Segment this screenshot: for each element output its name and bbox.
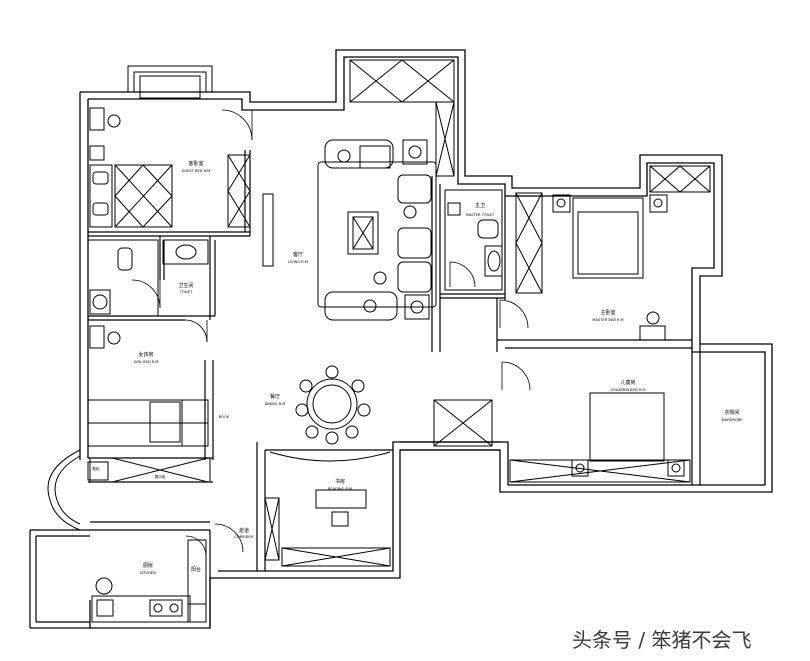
master-bedroom-label: 主卧室 [600, 309, 615, 316]
dining-table [295, 365, 371, 445]
kitchen-counter [91, 539, 207, 623]
book-label: BOOK [219, 415, 230, 419]
reading-room-furniture [264, 451, 391, 567]
watermark: 头条号 / 笨猪不会飞 [572, 628, 752, 652]
master-bed [552, 194, 668, 341]
master-bedroom-label-en: MASTER BED R.M [592, 318, 623, 322]
kitchen-label-en: KITCHEN [140, 571, 156, 575]
living-balcony [349, 59, 455, 177]
corridor-label: 走道 [239, 527, 249, 534]
living-label: 客厅 [293, 251, 303, 258]
wardrobe-label: 衣帽间 [724, 409, 739, 416]
guest-bedroom-label-en: GUEST BED R.M [182, 169, 211, 173]
girl-bedroom-furniture [87, 325, 211, 483]
kitchen-label: 厨房 [143, 562, 153, 569]
children-bedroom-label: 儿童房 [620, 379, 635, 386]
guest-bed [89, 107, 251, 228]
dining-label-en: DINING R.M [265, 402, 286, 406]
guest-terrace [127, 65, 213, 99]
wardrobe-label-en: WARDROBE [721, 418, 743, 422]
children-bedroom-label-en: CHILDREN BED R.M [611, 388, 646, 392]
living-label-en: LIVING R.M [288, 260, 308, 264]
reading-label: 书房 [335, 478, 345, 485]
master-toilet-label: 主卫 [475, 202, 485, 209]
corridor-label-en: CORRIDOR [234, 535, 254, 539]
children-bedroom-furniture [433, 392, 691, 483]
toilet-fixtures [87, 239, 209, 317]
living-sofa-set [262, 139, 437, 321]
reading-label-en: READING R.M [328, 487, 352, 491]
girl-bedroom-label: 女孩房 [138, 351, 153, 358]
girl-bedroom-label-en: GIRL BED R.M [134, 360, 159, 364]
master-balcony [649, 165, 711, 193]
dining-label: 餐厅 [270, 393, 280, 400]
bay-window [47, 449, 81, 531]
shoe-cabinet-label: 鞋柜 [92, 466, 100, 471]
doors [131, 109, 531, 557]
toilet-label: 卫生间 [178, 282, 193, 289]
master-toilet-fixtures [444, 189, 543, 294]
master-toilet-label-en: MASTER TOILET [466, 213, 495, 217]
guest-bedroom-label: 客卧室 [188, 160, 203, 167]
balcony-label: 阳台 [191, 566, 201, 573]
display-cabinet-label: 展示柜 [155, 474, 166, 479]
toilet-label-en: TOILET [179, 290, 193, 294]
room-labels: 客卧室 GUEST BED R.M 卫生间 TOILET 客厅 LIVING R… [92, 160, 743, 575]
